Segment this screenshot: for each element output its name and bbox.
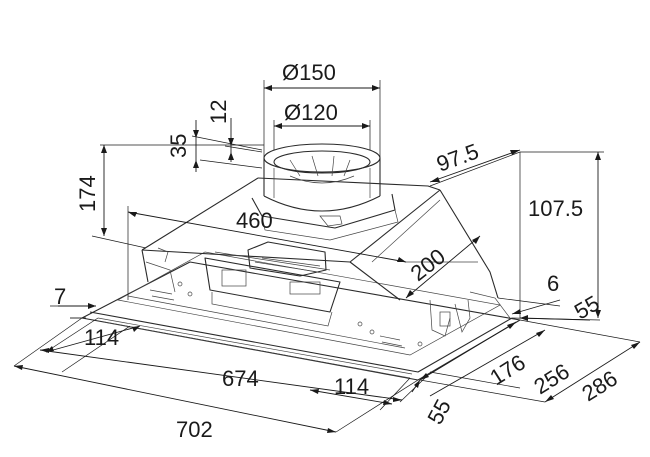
dim-offset-6: 6 [547, 271, 559, 296]
dim-bottom-55: 55 [422, 395, 456, 428]
dimension-labels: Ø150 Ø120 12 35 174 97.5 107.5 460 200 7… [54, 60, 622, 442]
dim-depth-286: 286 [577, 366, 621, 407]
dim-diameter-120: Ø120 [284, 100, 338, 125]
dim-height-107-5: 107.5 [528, 196, 583, 221]
dim-width-460: 460 [236, 208, 273, 233]
dim-bottom-114: 114 [334, 374, 369, 399]
dimension-lines [13, 85, 641, 433]
dim-width-674: 674 [222, 366, 259, 391]
dim-height-12: 12 [206, 100, 231, 124]
outlet-spigot [251, 143, 399, 241]
dim-height-35: 35 [166, 134, 191, 158]
dim-depth-176: 176 [485, 350, 529, 391]
dim-offset-7: 7 [54, 284, 66, 309]
dim-height-174: 174 [75, 175, 100, 212]
dim-depth-256: 256 [529, 359, 573, 400]
dim-width-97-5: 97.5 [433, 139, 482, 177]
dim-depth-200: 200 [406, 244, 450, 286]
dim-diameter-150: Ø150 [282, 60, 336, 85]
hood-body [81, 177, 521, 381]
dim-width-702: 702 [176, 417, 213, 442]
dim-left-114: 114 [84, 325, 119, 350]
